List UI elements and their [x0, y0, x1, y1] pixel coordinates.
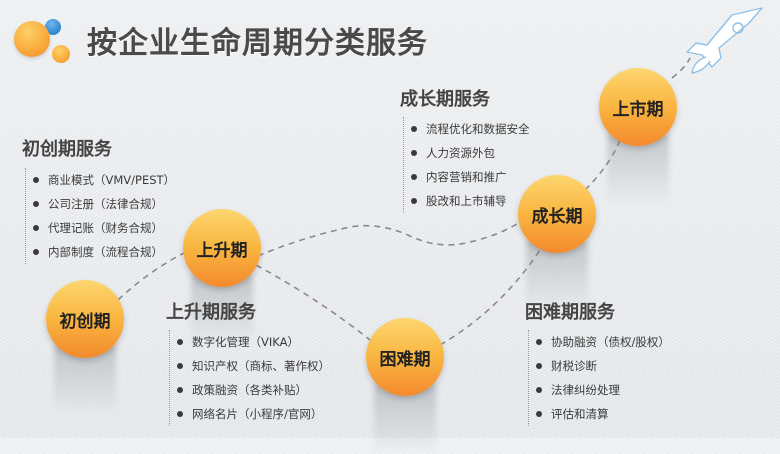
startup-services-list: 商业模式（VMV/PEST） 公司注册（法律合规） 代理记账（财务合规） 内部制…: [25, 168, 175, 264]
difficult-services-title: 困难期服务: [525, 302, 615, 323]
list-item: 股改和上市辅导: [404, 189, 530, 213]
startup-services-title: 初创期服务: [22, 139, 112, 160]
stage-label: 上市期: [612, 99, 664, 120]
list-item: 法律纠纷处理: [529, 378, 670, 402]
logo-blue-dot: [45, 19, 61, 35]
stage-label: 上升期: [196, 240, 248, 261]
list-item: 协助融资（债权/股权）: [529, 330, 670, 354]
list-item: 公司注册（法律合规）: [26, 192, 175, 216]
logo-small-orange-dot: [52, 45, 70, 63]
list-item: 内部制度（流程合规）: [26, 240, 175, 264]
rocket-icon: [686, 7, 763, 74]
list-item: 政策融资（各类补贴）: [170, 378, 330, 402]
list-item: 人力资源外包: [404, 141, 530, 165]
stage-difficult[interactable]: 困难期: [366, 318, 444, 396]
stage-growth[interactable]: 成长期: [518, 175, 596, 253]
list-item: 内容营销和推广: [404, 165, 530, 189]
logo-orange-dot: [14, 21, 50, 57]
stage-label: 初创期: [59, 311, 111, 332]
difficult-services-list: 协助融资（债权/股权） 财税诊断 法律纠纷处理 评估和清算: [528, 330, 670, 426]
rising-services-title: 上升期服务: [166, 302, 256, 323]
list-item: 商业模式（VMV/PEST）: [26, 168, 175, 192]
list-item: 评估和清算: [529, 402, 670, 426]
list-item: 网络名片（小程序/官网）: [170, 402, 330, 426]
stage-label: 成长期: [531, 206, 583, 227]
list-item: 知识产权（商标、著作权）: [170, 354, 330, 378]
stage-rising[interactable]: 上升期: [183, 209, 261, 287]
list-item: 流程优化和数据安全: [404, 117, 530, 141]
list-item: 财税诊断: [529, 354, 670, 378]
list-item: 代理记账（财务合规）: [26, 216, 175, 240]
page-title: 按企业生命周期分类服务: [87, 26, 428, 61]
growth-services-title: 成长期服务: [400, 89, 490, 110]
growth-services-list: 流程优化和数据安全 人力资源外包 内容营销和推广 股改和上市辅导: [403, 117, 530, 213]
lifecycle-path: [117, 57, 691, 346]
stage-ipo[interactable]: 上市期: [599, 68, 677, 146]
stage-label: 困难期: [379, 349, 431, 370]
list-item: 数字化管理（VIKA）: [170, 330, 330, 354]
stage-startup[interactable]: 初创期: [46, 280, 124, 358]
rising-services-list: 数字化管理（VIKA） 知识产权（商标、著作权） 政策融资（各类补贴） 网络名片…: [169, 330, 330, 426]
